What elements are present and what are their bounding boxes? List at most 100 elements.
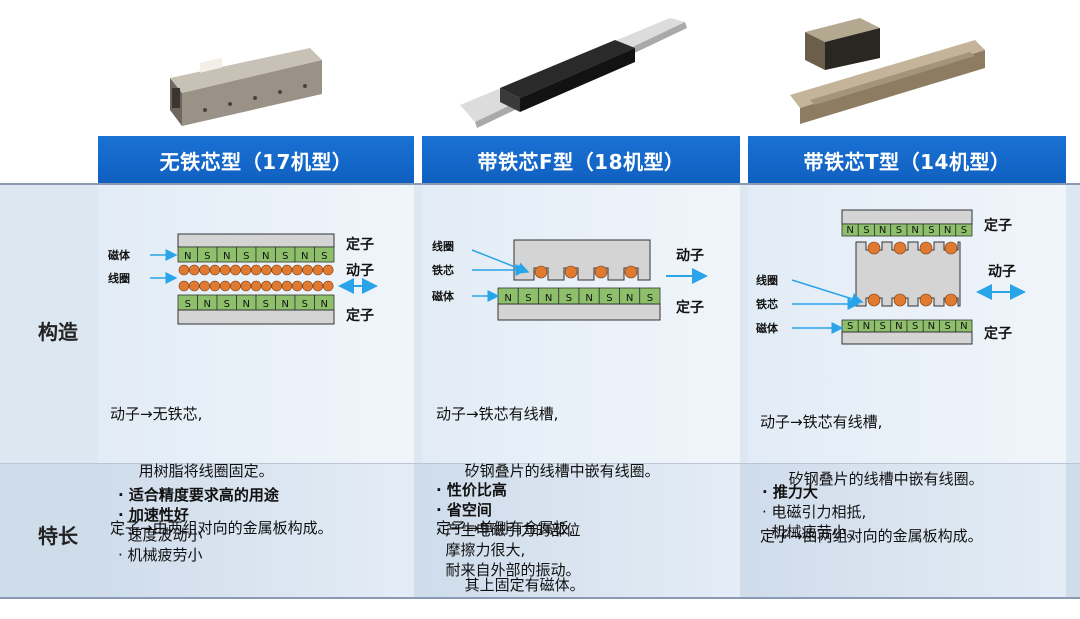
magnet-pole-label: N bbox=[301, 251, 308, 262]
magnet-pole-label: S bbox=[224, 299, 230, 310]
product-photo-iron-core-t bbox=[790, 18, 985, 124]
coil-winding bbox=[250, 280, 262, 292]
structure-line: 定子→单侧有金属板, bbox=[436, 519, 574, 537]
coil-winding bbox=[322, 264, 334, 276]
feature-item: 耐来自外部的振动。 bbox=[436, 561, 581, 579]
column-header-ironless: 无铁芯型（17机型） bbox=[98, 136, 414, 184]
coil-winding bbox=[322, 280, 334, 292]
structure-line: 其上固定有磁体。 bbox=[436, 576, 585, 594]
coil-winding bbox=[230, 280, 241, 292]
label-coil: 线圈 bbox=[756, 273, 778, 287]
structure-line: 定子→由两组对向的金属板构成。 bbox=[760, 527, 983, 545]
product-photo-iron-core-f bbox=[460, 18, 687, 128]
structure-line: 矽钢叠片的线槽中嵌有线圈。 bbox=[436, 462, 660, 480]
label-stator-top: 定子 bbox=[346, 236, 374, 253]
label-stator-top: 定子 bbox=[984, 217, 1012, 234]
coil-winding bbox=[919, 293, 933, 307]
label-coil: 线圈 bbox=[108, 271, 130, 285]
magnet-pole-label: S bbox=[863, 225, 869, 236]
coil-winding bbox=[240, 280, 252, 292]
structure-line: 矽钢叠片的线槽中嵌有线圈。 bbox=[760, 470, 984, 488]
magnet-pole-label: N bbox=[944, 225, 951, 236]
coil-winding bbox=[250, 264, 262, 276]
features-panel-ironless bbox=[98, 464, 414, 597]
magnet-pole-label: S bbox=[912, 321, 918, 332]
magnet-pole-label: S bbox=[263, 299, 269, 310]
magnet-pole-label: N bbox=[223, 251, 230, 262]
magnet-pole-label: S bbox=[321, 251, 327, 262]
magnet-pole-label: N bbox=[243, 299, 250, 310]
label-core: 铁芯 bbox=[432, 263, 454, 277]
structure-line: 定子→由两组对向的金属板构成。 bbox=[110, 519, 333, 537]
magnet-pole-label: N bbox=[960, 321, 967, 332]
row-divider bbox=[0, 463, 1080, 464]
magnet-pole-label: S bbox=[282, 251, 288, 262]
coil-winding bbox=[261, 264, 272, 276]
label-mover: 动子 bbox=[676, 247, 704, 264]
label-mover: 动子 bbox=[988, 263, 1016, 280]
magnet-segment bbox=[955, 223, 973, 237]
magnet-pole-label: S bbox=[961, 225, 967, 236]
coil-winding bbox=[867, 293, 881, 307]
magnet-pole-label: N bbox=[895, 321, 902, 332]
coil-winding bbox=[261, 280, 272, 292]
column-header-iron-core-f: 带铁芯F型（18机型） bbox=[422, 136, 740, 184]
feature-item: · 加速性好 bbox=[118, 506, 189, 524]
magnet-pole-label: S bbox=[879, 321, 885, 332]
coil-winding bbox=[240, 264, 252, 276]
structure-description-iron-core-f: 动子→铁芯有线槽, 矽钢叠片的线槽中嵌有线圈。 定子→单侧有金属板, 其上固定有… bbox=[436, 367, 660, 614]
coil-winding bbox=[919, 241, 933, 255]
features-list-ironless: · 适合精度要求高的用途 · 加速性好 · 速度波动小 · 机械疲劳小 bbox=[118, 485, 279, 565]
magnet-pole-label: N bbox=[846, 225, 853, 236]
coil-winding bbox=[534, 265, 548, 279]
structure-line: 用树脂将线圈固定。 bbox=[110, 462, 274, 480]
magnet-pole-label: N bbox=[282, 299, 289, 310]
coil-winding bbox=[302, 280, 313, 292]
label-magnet: 磁体 bbox=[432, 289, 455, 303]
feature-item: · 推力大 bbox=[762, 483, 818, 501]
structure-line: 动子→铁芯有线槽, bbox=[436, 405, 559, 423]
column-header-iron-core-t: 带铁芯T型（14机型） bbox=[748, 136, 1066, 184]
features-panel-iron-core-t bbox=[748, 464, 1066, 597]
feature-item: 机械疲劳小。 bbox=[762, 523, 862, 541]
magnet-pole-label: N bbox=[321, 299, 328, 310]
coil-winding bbox=[178, 280, 190, 292]
coil-winding bbox=[893, 293, 907, 307]
magnet-pole-label: S bbox=[302, 299, 308, 310]
magnet-pole-label: S bbox=[204, 251, 210, 262]
magnet-pole-label: S bbox=[944, 321, 950, 332]
magnet-pole-label: N bbox=[262, 251, 269, 262]
label-stator: 定子 bbox=[676, 299, 704, 316]
magnet-pole-label: S bbox=[185, 299, 191, 310]
magnet-pole-label: N bbox=[184, 251, 191, 262]
row-label-structure: 构造 bbox=[38, 320, 78, 344]
coil-winding bbox=[624, 265, 638, 279]
feature-item: · 省空间 bbox=[436, 501, 492, 519]
coil-winding bbox=[189, 264, 200, 276]
coil-winding bbox=[867, 241, 881, 255]
coil-winding bbox=[271, 264, 282, 276]
coil-winding bbox=[893, 241, 907, 255]
feature-item: · 速度波动小 bbox=[118, 526, 203, 544]
coil-winding bbox=[312, 264, 324, 276]
coil-winding bbox=[189, 280, 200, 292]
coil-winding bbox=[219, 280, 231, 292]
coil-winding bbox=[209, 264, 221, 276]
coil-winding bbox=[312, 280, 324, 292]
coil-winding bbox=[178, 264, 190, 276]
magnet-pole-label: N bbox=[204, 299, 211, 310]
coil-winding bbox=[199, 280, 210, 292]
coil-winding bbox=[271, 280, 282, 292]
coil-winding bbox=[209, 280, 221, 292]
features-list-iron-core-f: · 性价比高 · 省空间 · 产生电磁引力的部位 摩擦力很大, 耐来自外部的振动… bbox=[436, 480, 581, 580]
structure-description-ironless: 动子→无铁芯, 用树脂将线圈固定。 定子→由两组对向的金属板构成。 bbox=[110, 367, 333, 557]
magnet-pole-label: N bbox=[545, 293, 552, 304]
features-panel-iron-core-f bbox=[422, 464, 740, 597]
magnet-pole-label: N bbox=[504, 293, 511, 304]
magnet-pole-label: N bbox=[911, 225, 918, 236]
coil-winding bbox=[281, 280, 293, 292]
feature-item: · 机械疲劳小 bbox=[118, 546, 203, 564]
magnet-pole-label: N bbox=[928, 321, 935, 332]
